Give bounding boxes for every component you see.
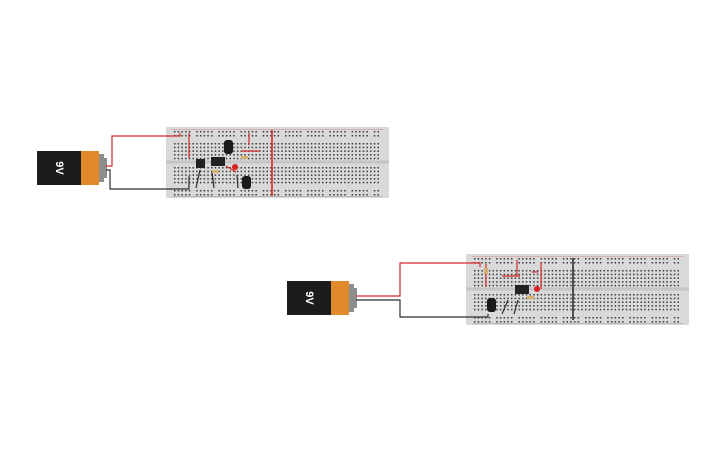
battery-1-label: 9V [53, 161, 65, 175]
battery-1-red-wire[interactable] [106, 133, 181, 167]
battery-1[interactable]: 9V [37, 151, 107, 185]
jumper-black-4[interactable] [501, 299, 509, 315]
ic-555-1[interactable] [211, 157, 225, 166]
push-button-1[interactable] [196, 159, 205, 168]
battery-1-body [37, 151, 81, 185]
breadboard-1-holes [172, 129, 383, 197]
breadboard-1-components [188, 130, 273, 196]
resistor-2[interactable] [527, 296, 534, 299]
led-1[interactable] [232, 164, 238, 170]
resistor-2b[interactable] [484, 268, 488, 274]
ic-555-2[interactable] [515, 285, 529, 294]
electrolytic-capacitor-2[interactable] [487, 298, 496, 312]
resistor-1b[interactable] [241, 156, 248, 159]
circuit-2: 9V [287, 254, 689, 325]
breadboard-2[interactable] [466, 254, 689, 325]
battery-2-terminal [349, 284, 354, 312]
battery-2[interactable]: 9V [287, 281, 357, 315]
battery-1-terminal-tip [104, 158, 107, 178]
battery-2-label: 9V [303, 291, 315, 305]
battery-2-black-wire[interactable] [356, 299, 489, 318]
electrolytic-capacitor-1a[interactable] [224, 140, 233, 154]
breadboard-2-components [484, 258, 574, 320]
battery-1-cap [81, 151, 99, 185]
led-2[interactable] [534, 286, 540, 292]
circuit-1: 9V [37, 127, 389, 198]
battery-2-body [287, 281, 331, 315]
jumper-black-3[interactable] [236, 174, 239, 189]
battery-1-terminal [99, 154, 104, 182]
jumper-black-2[interactable] [211, 171, 215, 189]
battery-2-cap [331, 281, 349, 315]
battery-2-terminal-tip [354, 288, 357, 308]
jumper-black-1[interactable] [195, 169, 201, 189]
battery-1-black-wire[interactable] [106, 169, 190, 190]
battery-2-red-wire[interactable] [356, 262, 481, 297]
electrolytic-capacitor-1b[interactable] [242, 176, 251, 189]
jumper-black-5[interactable] [513, 299, 519, 315]
jumper-red-4[interactable] [225, 165, 237, 173]
resistor-1a[interactable] [212, 170, 219, 173]
